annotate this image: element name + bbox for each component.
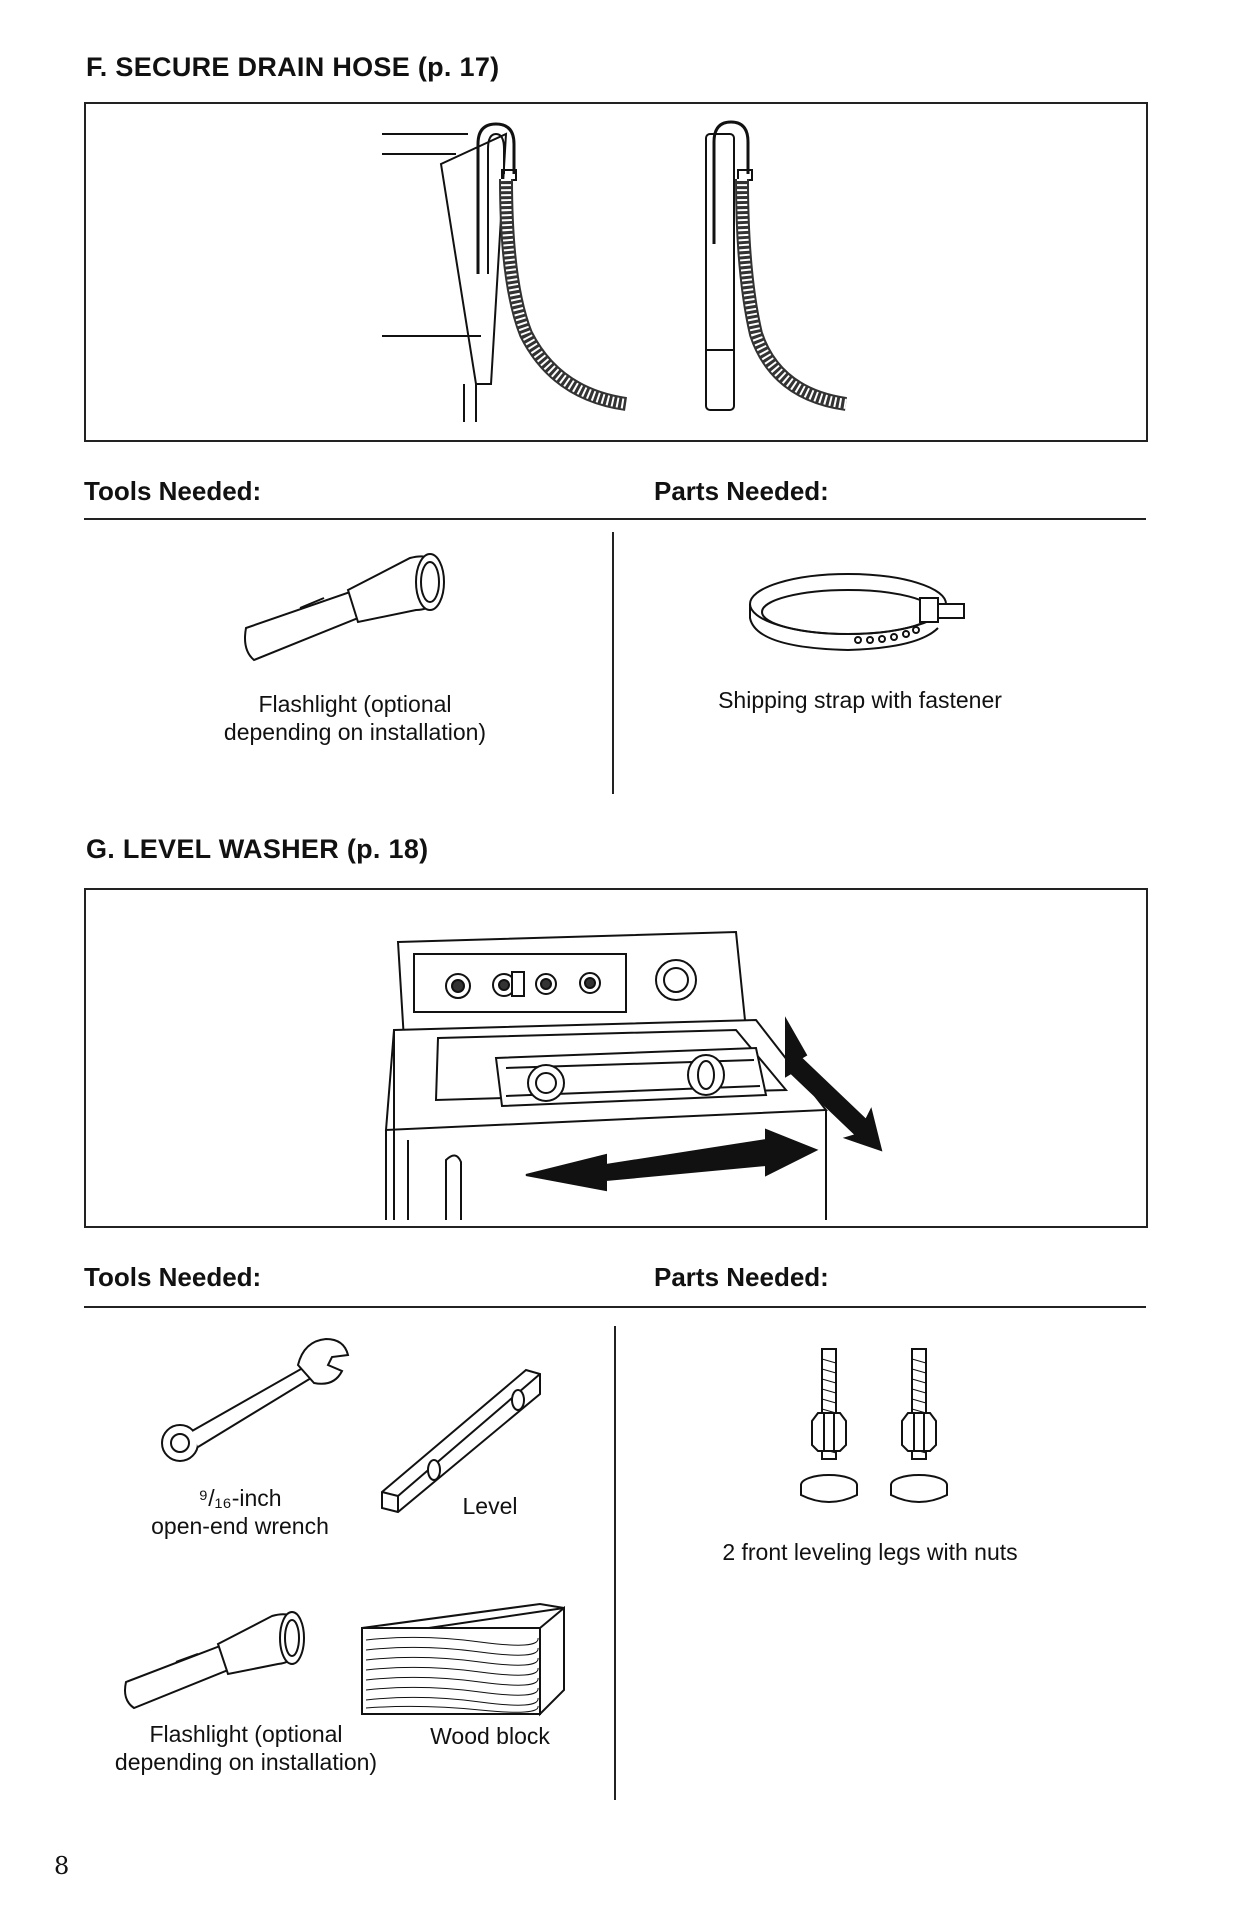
- section-f-tools-heading: Tools Needed:: [84, 476, 262, 506]
- wrench-caption: ⁹/₁₆-inch open-end wrench: [110, 1484, 370, 1540]
- washer-drawing: [384, 930, 883, 1220]
- flashlight-caption-line1: Flashlight (optional: [258, 691, 452, 717]
- flashlight2-caption-line2: depending on installation): [114, 1749, 378, 1775]
- wrench-caption-line1: ⁹/₁₆-inch: [198, 1485, 282, 1511]
- section-f-part-caption: Shipping strap with fastener: [718, 687, 1002, 713]
- section-g-column-divider: [614, 1326, 616, 1800]
- wood-block-caption: Wood block: [430, 1723, 550, 1749]
- section-f-tool-caption: Flashlight (optional depending on instal…: [180, 690, 530, 746]
- wrench-icon: [161, 1337, 350, 1462]
- drain-hose-drawing: [382, 120, 848, 422]
- section-f-column-divider: [612, 532, 614, 794]
- level-caption: Level: [462, 1493, 518, 1519]
- section-f-divider: [84, 518, 1146, 520]
- flashlight-icon-2: [124, 1611, 305, 1710]
- flashlight-icon: [244, 553, 445, 662]
- leveling-legs-caption: 2 front leveling legs with nuts: [722, 1539, 1018, 1565]
- section-g-parts-heading: Parts Needed:: [654, 1262, 829, 1292]
- leveling-legs-icon: [800, 1348, 948, 1503]
- level-icon: [381, 1368, 541, 1514]
- section-g-divider: [84, 1306, 1146, 1308]
- section-g-tools-heading: Tools Needed:: [84, 1262, 262, 1292]
- section-f-parts-heading: Parts Needed:: [654, 476, 829, 506]
- level-washer-illustration: [84, 888, 1148, 1228]
- page-number: 8: [54, 1852, 70, 1880]
- shipping-strap-icon: [749, 573, 965, 652]
- drain-hose-illustration: [84, 102, 1148, 442]
- wrench-caption-line2: open-end wrench: [151, 1513, 329, 1539]
- flashlight-caption-line2: depending on installation): [223, 719, 487, 745]
- section-f-title: F. SECURE DRAIN HOSE (p. 17): [86, 52, 500, 82]
- section-g-title: G. LEVEL WASHER (p. 18): [86, 834, 429, 864]
- flashlight-caption-2: Flashlight (optional depending on instal…: [86, 1720, 406, 1776]
- wood-block-icon: [361, 1602, 565, 1717]
- flashlight2-caption-line1: Flashlight (optional: [149, 1721, 343, 1747]
